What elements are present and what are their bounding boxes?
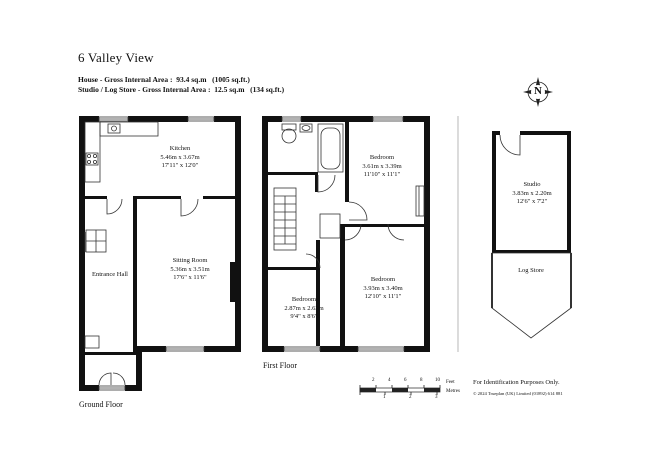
room-name: Bedroom [370, 276, 396, 283]
ground-floor-plan [79, 116, 241, 391]
room-metric: 5.46m x 3.67m [160, 153, 200, 161]
room-metric: 5.36m x 3.51m [170, 265, 210, 273]
house-area-line: House - Gross Internal Area : 93.4 sq.m … [78, 75, 250, 84]
room-label-log-store: Log Store [508, 267, 554, 276]
scale-metre-tick-2: 2 [409, 395, 412, 400]
room-name: Entrance Hall [92, 271, 128, 278]
room-imperial: 17'11" x 12'0" [161, 162, 199, 169]
first-floor-plan [262, 116, 430, 352]
scale-metres-label: Metres [446, 389, 460, 394]
floor-label-ground: Ground Floor [79, 400, 123, 409]
compass-rose [523, 77, 553, 107]
room-label-bedroom-1: Bedroom 3.61m x 3.39m 11'10" x 11'1" [356, 154, 408, 180]
room-label-bedroom-2: Bedroom 3.93m x 3.40m 12'10" x 11'1" [356, 276, 410, 302]
studio-area-line: Studio / Log Store - Gross Internal Area… [78, 85, 285, 94]
scale-bar [359, 385, 441, 395]
room-imperial: 11'10" x 11'1" [363, 171, 401, 178]
first-floor-walls [262, 116, 430, 352]
studio-area-label: Studio / Log Store - Gross Internal Area [78, 85, 207, 94]
compass-north-letter: N [534, 85, 542, 97]
studio-area-metric: 12.5 sq.m [214, 85, 245, 94]
scale-feet-tick-4: 8 [420, 378, 423, 383]
scale-metre-tick-3: 3 [435, 395, 438, 400]
scale-feet-tick-2: 4 [388, 378, 391, 383]
room-name: Studio [523, 181, 541, 188]
room-name: Bedroom [291, 296, 317, 303]
house-area-label: House - Gross Internal Area [78, 75, 169, 84]
room-name: Kitchen [169, 145, 191, 152]
room-label-entrance-hall: Entrance Hall [88, 271, 132, 280]
room-imperial: 12'10" x 11'1" [364, 293, 402, 300]
scale-feet-tick-3: 6 [404, 378, 407, 383]
room-imperial: 12'6" x 7'2" [516, 198, 548, 205]
scale-feet-label: Feet [446, 380, 455, 385]
room-metric: 2.87m x 2.62m [284, 304, 324, 312]
identification-note: For Identification Purposes Only. [473, 379, 560, 386]
room-label-kitchen: Kitchen 5.46m x 3.67m 17'11" x 12'0" [150, 145, 210, 171]
room-metric: 3.83m x 2.20m [512, 189, 552, 197]
studio-area-imperial: (134 sq.ft.) [250, 85, 285, 94]
room-label-studio: Studio 3.83m x 2.20m 12'6" x 7'2" [506, 181, 558, 207]
room-metric: 3.61m x 3.39m [362, 162, 402, 170]
room-imperial: 9'4" x 8'6" [290, 313, 318, 320]
scale-feet-tick-5: 10 [435, 378, 440, 383]
floor-label-first: First Floor [263, 361, 298, 370]
room-label-bedroom-3: Bedroom 2.87m x 2.62m 9'4" x 8'6" [276, 296, 332, 322]
scale-metre-tick-1: 1 [383, 395, 386, 400]
room-imperial: 17'6" x 11'6" [173, 274, 207, 281]
copyright-text: © 2024 Trueplan (UK) Limited (01892) 614… [473, 391, 563, 396]
studio-walls [492, 131, 571, 253]
room-name: Log Store [518, 267, 544, 274]
house-area-imperial: (1005 sq.ft.) [212, 75, 250, 84]
room-metric: 3.93m x 3.40m [363, 284, 403, 292]
room-name: Sitting Room [172, 257, 208, 264]
scale-feet-tick-1: 2 [372, 378, 375, 383]
studio-plan [491, 131, 572, 339]
room-name: Bedroom [369, 154, 395, 161]
room-label-sitting-room: Sitting Room 5.36m x 3.51m 17'6" x 11'6" [160, 257, 220, 283]
property-title: 6 Valley View [78, 50, 154, 65]
ground-floor-walls [79, 116, 241, 391]
house-area-metric: 93.4 sq.m [176, 75, 207, 84]
